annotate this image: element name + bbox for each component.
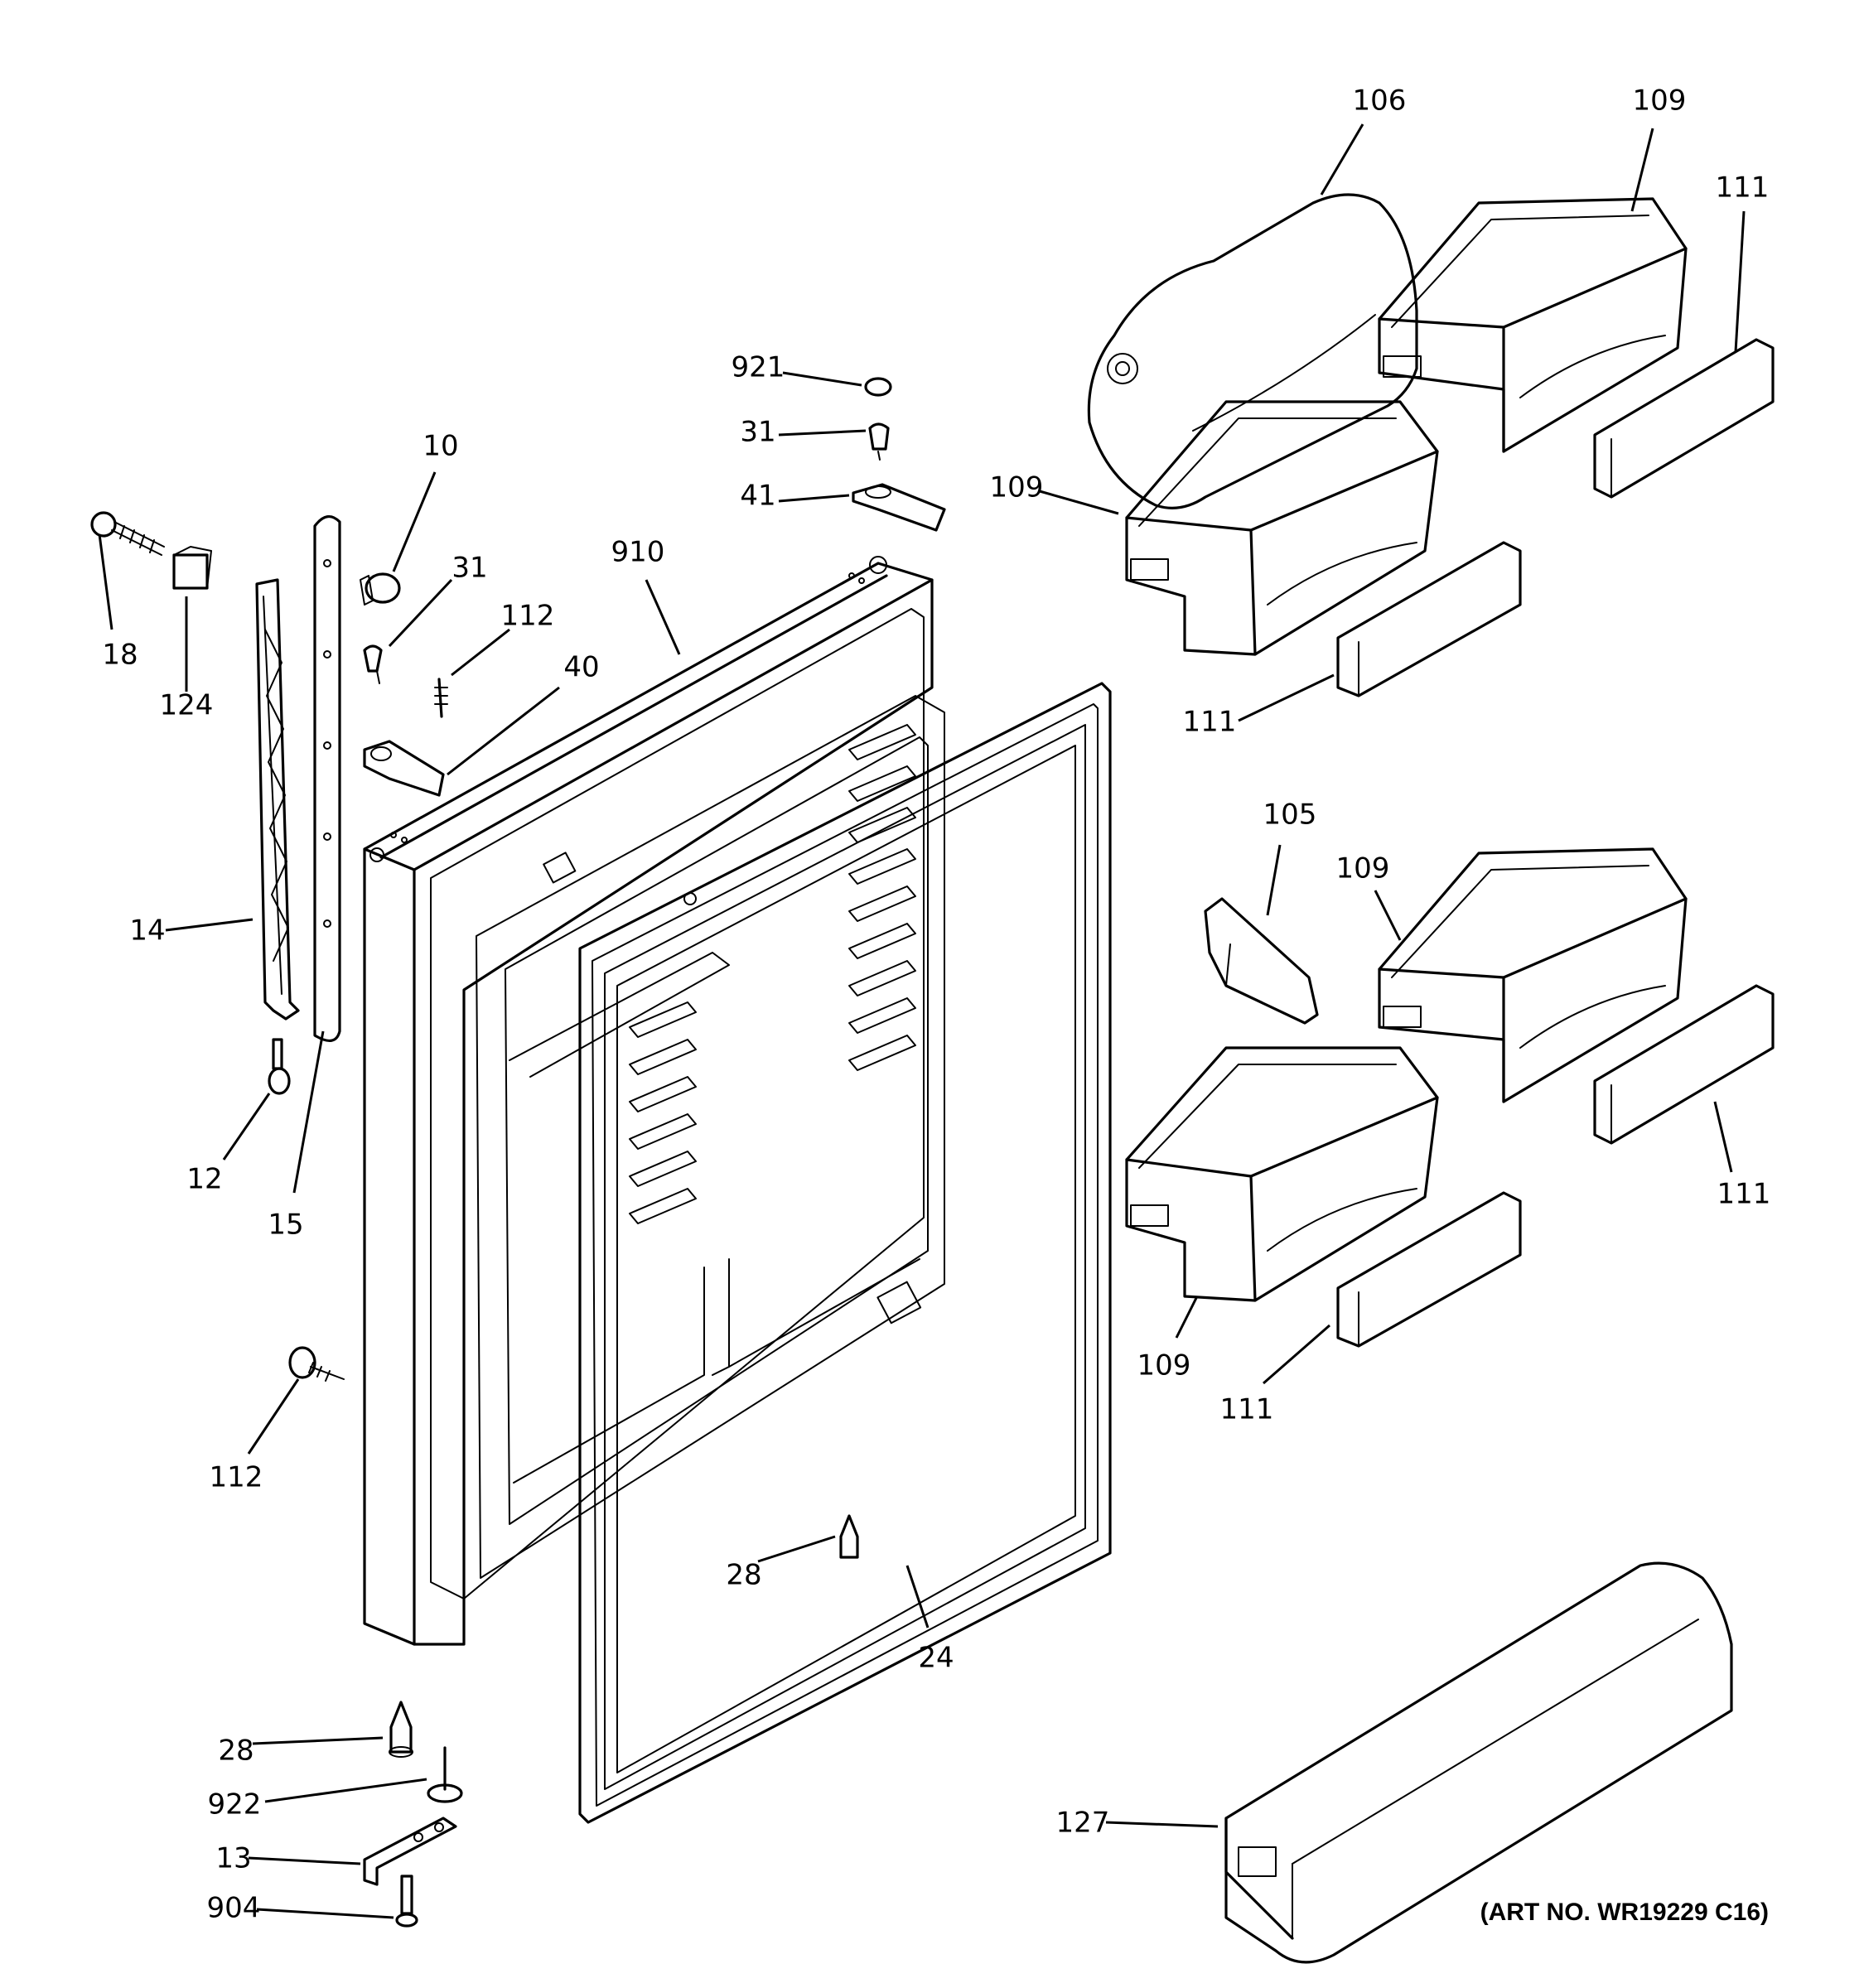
hinge-cover-14 [255,578,300,1021]
bushing-31-left [363,644,383,684]
callout-109-upper-right: 109 [1633,84,1687,118]
divider-105 [1204,897,1319,1025]
plug-921 [864,377,892,397]
bin-front-111-upper-left [1336,541,1522,697]
callout-922: 922 [208,1788,262,1822]
hinge-pin-10 [360,572,401,606]
callout-127: 127 [1056,1807,1110,1840]
callout-910: 910 [611,536,665,569]
callout-111-upper-right: 111 [1716,171,1770,205]
screw-112-top [434,678,448,718]
callout-24: 24 [918,1642,954,1675]
callout-15: 15 [268,1209,303,1242]
callout-109-upper-left: 109 [990,471,1044,504]
callout-12: 12 [186,1163,222,1196]
leader-lines [98,123,1746,1919]
callout-28-lower: 28 [218,1735,254,1768]
callout-13: 13 [215,1842,251,1875]
door-assembly-910 [363,556,945,1646]
hinge-40 [363,740,445,797]
callout-109-lower-right: 109 [1336,852,1390,885]
callout-10: 10 [423,430,458,463]
trim-strip-15 [313,515,341,1042]
callout-124: 124 [160,689,214,722]
callout-111-upper-left: 111 [1183,706,1237,739]
screw-112-bottom [288,1346,345,1382]
callout-106: 106 [1353,84,1407,118]
door-bin-109-lower-left [1125,1046,1439,1302]
callout-105: 105 [1263,799,1317,832]
bracket-13 [363,1817,457,1886]
callout-41: 41 [740,480,775,513]
callout-112-top: 112 [501,600,555,633]
pin-28-lower [389,1701,413,1758]
dairy-compartment-106 [1087,193,1418,509]
callout-18: 18 [102,639,138,672]
callout-31-top: 31 [740,416,775,449]
door-gasket-24 [578,682,1112,1824]
door-bin-109-upper-left [1125,400,1439,656]
pin-28-door [839,1514,859,1559]
door-bin-109-lower-right [1378,847,1688,1103]
screw-18 [90,511,165,556]
bushing-31-top [868,422,890,461]
callout-111-lower-right: 111 [1717,1178,1771,1211]
callout-921: 921 [732,351,785,384]
callout-14: 14 [129,914,165,948]
door-shelf-ribs-right [848,724,916,1071]
callout-111-lower-left: 111 [1220,1393,1274,1426]
hinge-41 [852,483,946,532]
screw-922 [427,1746,463,1803]
callout-109-lower-left: 109 [1137,1349,1191,1382]
bin-front-111-lower-left [1336,1191,1522,1348]
callout-31-left: 31 [452,552,487,585]
callout-labels: 106 109 111 921 31 41 109 10 31 112 910 … [102,84,1770,1925]
bottom-shelf-127 [1224,1561,1733,1964]
callout-904: 904 [207,1892,261,1925]
callout-40: 40 [563,651,599,684]
screw-904 [395,1875,418,1928]
cam-12 [268,1038,291,1095]
clip-124 [172,546,212,590]
bin-front-111-upper-right [1593,338,1775,499]
bin-front-111-lower-right [1593,984,1775,1145]
art-number: (ART NO. WR19229 C16) [1480,1899,1769,1926]
door-bin-109-upper-right [1378,197,1688,453]
callout-112-bottom: 112 [210,1461,263,1494]
callout-28-door: 28 [726,1559,761,1592]
door-shelf-ribs-left [629,1001,697,1224]
